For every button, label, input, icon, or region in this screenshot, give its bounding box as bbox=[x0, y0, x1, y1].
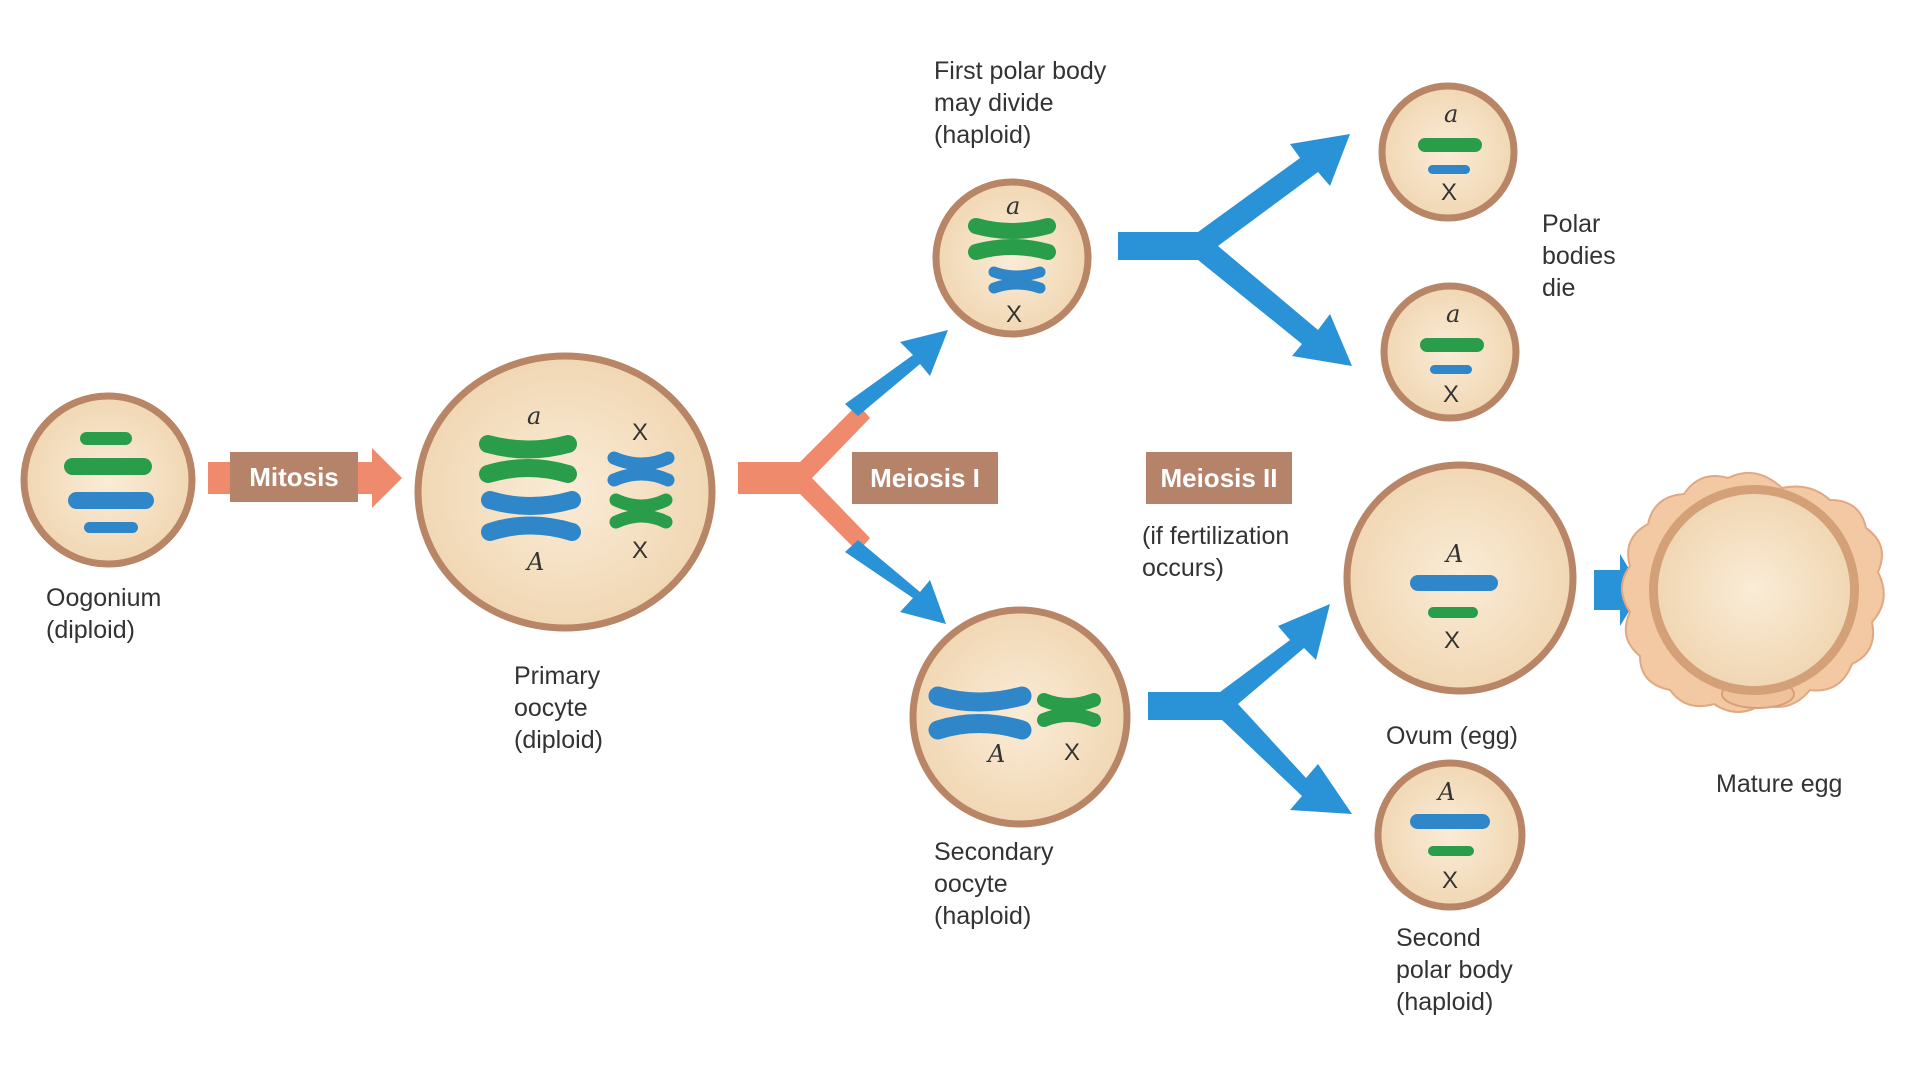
polar-middle-gene-a: a bbox=[1446, 300, 1460, 328]
polar-top-x: X bbox=[1441, 179, 1457, 206]
primary-oocyte-cell bbox=[414, 352, 716, 632]
polar-body-middle-cell bbox=[1380, 282, 1520, 422]
secondary-gene-A: A bbox=[986, 740, 1005, 768]
primary-oocyte-caption: Primary oocyte (diploid) bbox=[514, 662, 603, 754]
primary-gene-A: A bbox=[525, 548, 544, 576]
second-polar-gene-A: A bbox=[1436, 778, 1455, 806]
mature-egg-caption: Mature egg bbox=[1716, 770, 1843, 798]
ovum-cell bbox=[1343, 461, 1577, 695]
meiosis2-lower-fork bbox=[1148, 604, 1352, 814]
polar-middle-x: X bbox=[1443, 381, 1459, 408]
fertilization-caption: (if fertilization occurs) bbox=[1142, 522, 1290, 582]
meiosis2-upper-fork bbox=[1118, 134, 1352, 366]
mitosis-label: Mitosis bbox=[230, 452, 358, 502]
first-polar-body-caption: First polar body may divide (haploid) bbox=[934, 57, 1107, 149]
meiosis1-fork bbox=[738, 330, 948, 624]
polar-body-top-cell bbox=[1378, 82, 1518, 222]
oogonium-caption: Oogonium (diploid) bbox=[46, 584, 162, 644]
first-polar-x: X bbox=[1006, 301, 1022, 328]
primary-gene-a: a bbox=[527, 402, 541, 430]
mature-egg bbox=[1621, 471, 1885, 713]
ovum-gene-A: A bbox=[1444, 540, 1463, 568]
secondary-x: X bbox=[1064, 739, 1080, 766]
ovum-x: X bbox=[1444, 627, 1460, 654]
second-polar-body-caption: Second polar body (haploid) bbox=[1396, 924, 1513, 1016]
secondary-oocyte-cell bbox=[909, 606, 1131, 828]
secondary-oocyte-caption: Secondary oocyte (haploid) bbox=[934, 838, 1054, 930]
first-polar-gene-a: a bbox=[1006, 192, 1020, 220]
polar-bodies-die-caption: Polar bodies die bbox=[1542, 210, 1616, 302]
ovum-caption: Ovum (egg) bbox=[1386, 722, 1518, 750]
polar-top-gene-a: a bbox=[1444, 100, 1458, 128]
meiosis2-label: Meiosis II bbox=[1146, 452, 1292, 504]
primary-x-top: X bbox=[632, 419, 648, 446]
first-polar-body-cell bbox=[932, 178, 1092, 338]
second-polar-x: X bbox=[1442, 867, 1458, 894]
meiosis1-label: Meiosis I bbox=[852, 452, 998, 504]
primary-x-bottom: X bbox=[632, 537, 648, 564]
oogonium-cell bbox=[20, 392, 196, 568]
second-polar-body-cell bbox=[1374, 759, 1526, 911]
